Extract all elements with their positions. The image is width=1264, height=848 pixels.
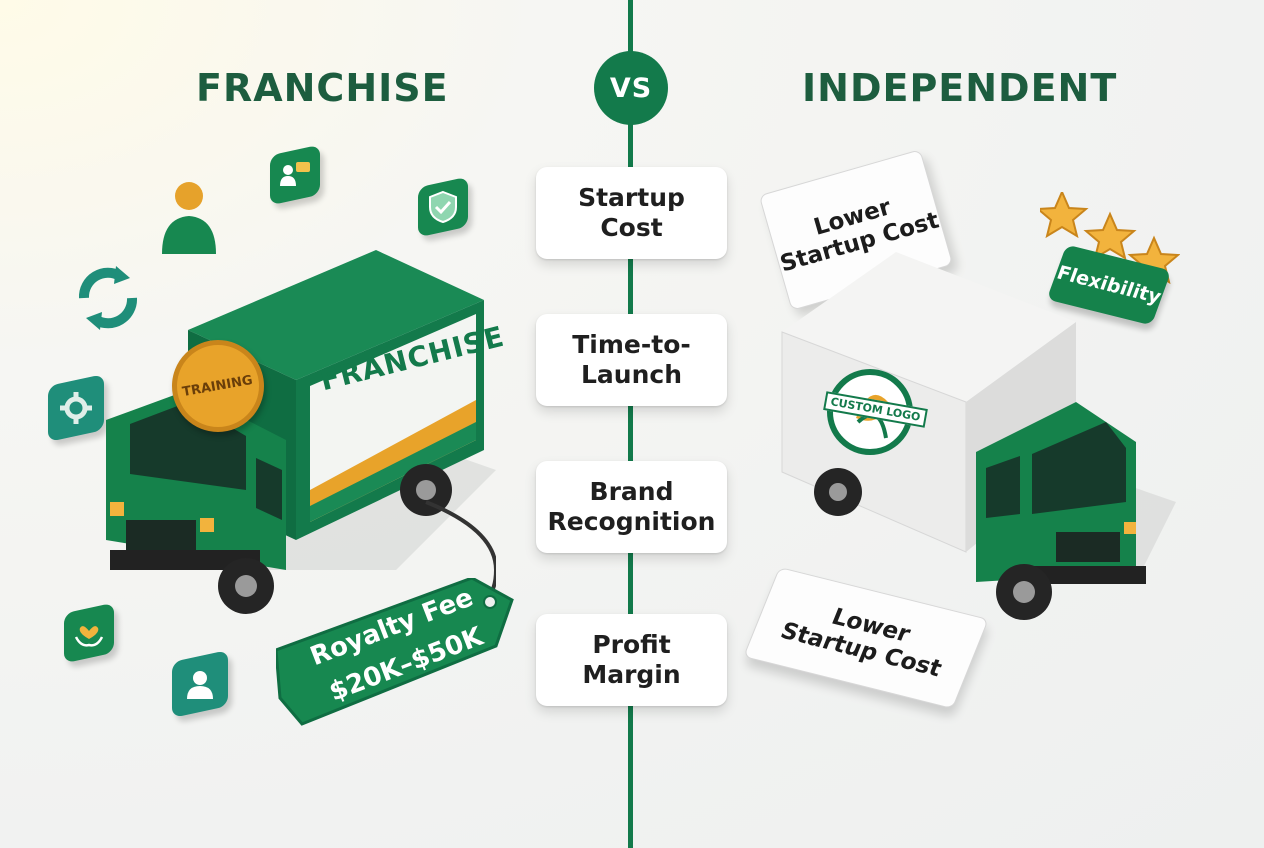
gear-icon (48, 374, 104, 442)
person-icon (160, 178, 218, 260)
heart-hands-icon (64, 602, 114, 664)
franchise-truck (96, 240, 499, 634)
independent-heading: INDEPENDENT (802, 66, 1118, 110)
criterion-profit-margin: Profit Margin (536, 614, 727, 706)
criterion-startup-cost: Startup Cost (536, 167, 727, 259)
independent-truck (776, 252, 1176, 636)
sync-icon (70, 262, 146, 338)
training-seal: TRAINING (172, 340, 264, 432)
chat-person-icon (270, 144, 320, 206)
star-icon (1083, 211, 1137, 261)
criterion-time-to-launch: Time-to- Launch (536, 314, 727, 406)
franchise-heading: FRANCHISE (196, 66, 449, 110)
training-seal-label: TRAINING (181, 372, 255, 400)
shield-check-icon (418, 176, 468, 238)
center-divider (628, 0, 633, 848)
vs-badge: VS (594, 51, 668, 125)
royalty-fee-tag (274, 576, 516, 732)
star-icon (1035, 189, 1089, 239)
criterion-brand-recognition: Brand Recognition (536, 461, 727, 553)
user-icon (172, 650, 228, 718)
